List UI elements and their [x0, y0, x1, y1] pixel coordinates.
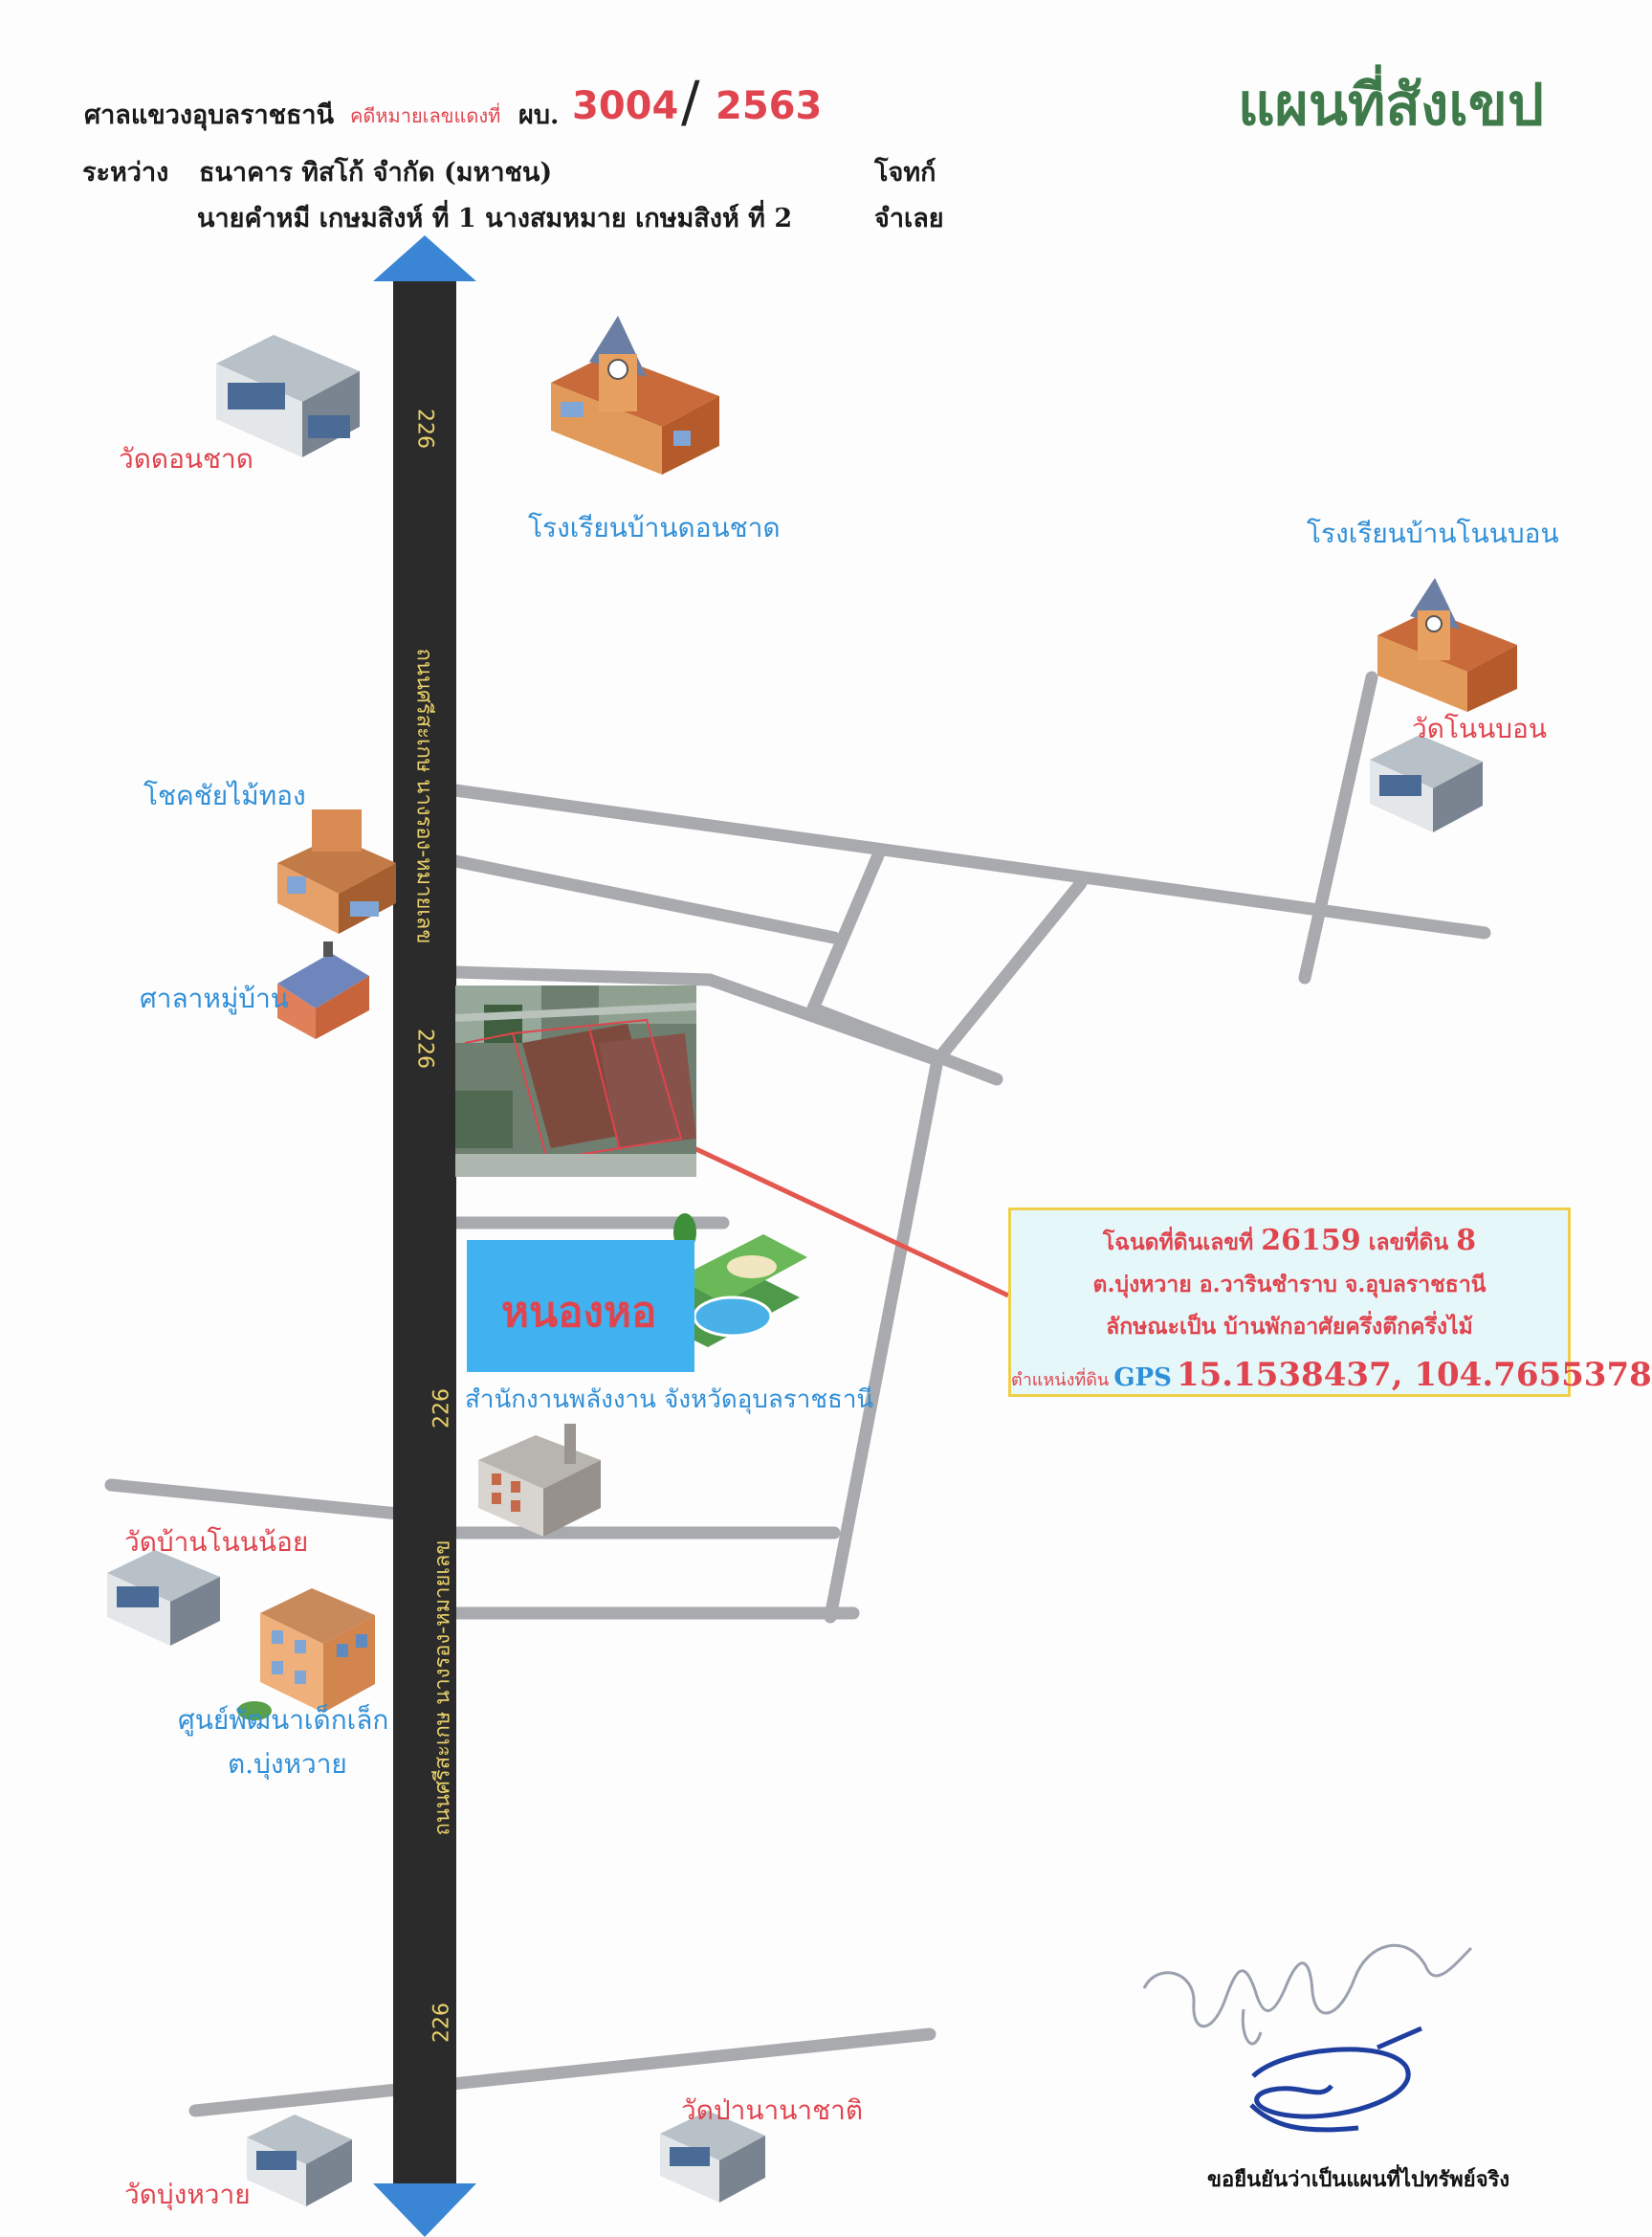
apartment-building-icon: [237, 1588, 375, 1720]
main-road: [393, 268, 456, 2201]
road-number-1: 226: [412, 409, 437, 449]
gps-tag: GPS: [1113, 1363, 1172, 1392]
label-child-center: ศูนย์พัฒนาเด็กเล็ก: [178, 1704, 389, 1736]
defendant-role: จำเลย: [874, 204, 944, 233]
court-name: ศาลแขวงอุบลราชธานี: [84, 100, 335, 130]
signature: [1249, 2026, 1422, 2133]
plaintiff-role: โจทก์: [874, 158, 936, 188]
wat-building-icon-4: [247, 2115, 352, 2206]
label-wat-non-noi: วัดบ้านโนนน้อย: [124, 1526, 309, 1558]
case-label: คดีหมายเลขแดงที่: [350, 104, 501, 127]
label-wat-bung-wai: วัดบุ่งหวาย: [124, 2179, 251, 2210]
label-school-non-bon: โรงเรียนบ้านโนนบอน: [1307, 518, 1559, 549]
wat-building-icon-1: [216, 335, 360, 457]
label-wat-non-bon: วัดโนนบอน: [1412, 713, 1547, 744]
sala-house-icon: [277, 941, 369, 1039]
between-label: ระหว่าง: [82, 158, 169, 188]
type-line: ลักษณะเป็น บ้านพักอาศัยครึ่งตึกครึ่งไม้: [1106, 1314, 1473, 1340]
label-sala: ศาลาหมู่บ้าน: [140, 983, 289, 1014]
deed-line: โฉนดที่ดินเลขที่ 26159 เลขที่ดิน 8: [1011, 1224, 1568, 1260]
parcel-aerial-photo: [455, 986, 696, 1177]
school-icon-2: [1377, 578, 1517, 712]
case-prefix: ผบ.: [518, 100, 560, 130]
gps-value: 15.1538437, 104.7655378: [1176, 1356, 1652, 1394]
road-name-upper: ถนนศรีสะเกษ นางรอง-หมายเลข: [411, 648, 436, 944]
pond-area: [467, 1240, 694, 1372]
wat-building-icon-2: [1370, 735, 1483, 832]
south-arrow-icon: [373, 2183, 476, 2237]
case-number: 3004: [572, 84, 679, 128]
label-wat-don-chat: วัดดอนชาด: [119, 443, 253, 475]
case-year: 2563: [716, 84, 823, 128]
office-factory-icon: [478, 1424, 601, 1537]
road-name-lower: ถนนศรีสะเกษ นางรอง-หมายเลข: [430, 1539, 455, 1836]
location-line: ต.บุ่งหวาย อ.วารินชำราบ จ.อุบลราชธานี: [1092, 1272, 1487, 1297]
road-number-4: 226: [430, 2003, 454, 2043]
label-child-center-subdistrict: ต.บุ่งหวาย: [228, 1748, 347, 1780]
map-title: แผนที่สังเขป: [1238, 72, 1544, 139]
land-number: 8: [1456, 1224, 1477, 1257]
property-info-box: โฉนดที่ดินเลขที่ 26159 เลขที่ดิน 8 ต.บุ่…: [1008, 1207, 1652, 1397]
deed-number: 26159: [1261, 1224, 1361, 1257]
plaintiff-name: ธนาคาร ทิสโก้ จำกัด (มหาชน): [199, 158, 553, 188]
deed-label: โฉนดที่ดินเลขที่: [1102, 1229, 1254, 1255]
road-number-2: 226: [412, 1029, 437, 1069]
label-chok-chai: โชคชัยไม้ทอง: [143, 780, 306, 811]
shop-building-icon: [277, 809, 396, 934]
wat-building-icon-5: [660, 2111, 765, 2203]
side-roads: [104, 671, 1491, 2117]
handwritten-mark: [1142, 1943, 1473, 2046]
gps-label: ตำแหน่งที่ดิน: [1011, 1370, 1110, 1390]
defendant-names: นายคำหมี เกษมสิงห์ ที่ 1 นางสมหมาย เกษมส…: [197, 204, 793, 233]
label-energy-office: สำนักงานพลังงาน จังหวัดอุบลราชธานี: [465, 1385, 874, 1414]
case-slash: /: [681, 69, 700, 134]
road-number-3: 226: [430, 1388, 454, 1429]
label-wat-pa: วัดป่านานาชาติ: [681, 2094, 864, 2126]
pointer-line: [668, 1134, 1010, 1298]
wat-building-icon-3: [107, 1550, 220, 1646]
land-label: เลขที่ดิน: [1368, 1229, 1449, 1255]
north-arrow-icon: [373, 235, 476, 281]
label-school-don-chat: โรงเรียนบ้านดอนชาด: [528, 512, 781, 543]
school-icon-1: [551, 316, 719, 475]
pond-label: หนองหอ: [501, 1288, 657, 1337]
gps-line: ตำแหน่งที่ดิน GPS 15.1538437, 104.765537…: [1011, 1356, 1652, 1394]
confirmation-text: ขอยืนยันว่าเป็นแผนที่ไปทรัพย์จริง: [1207, 2167, 1510, 2192]
